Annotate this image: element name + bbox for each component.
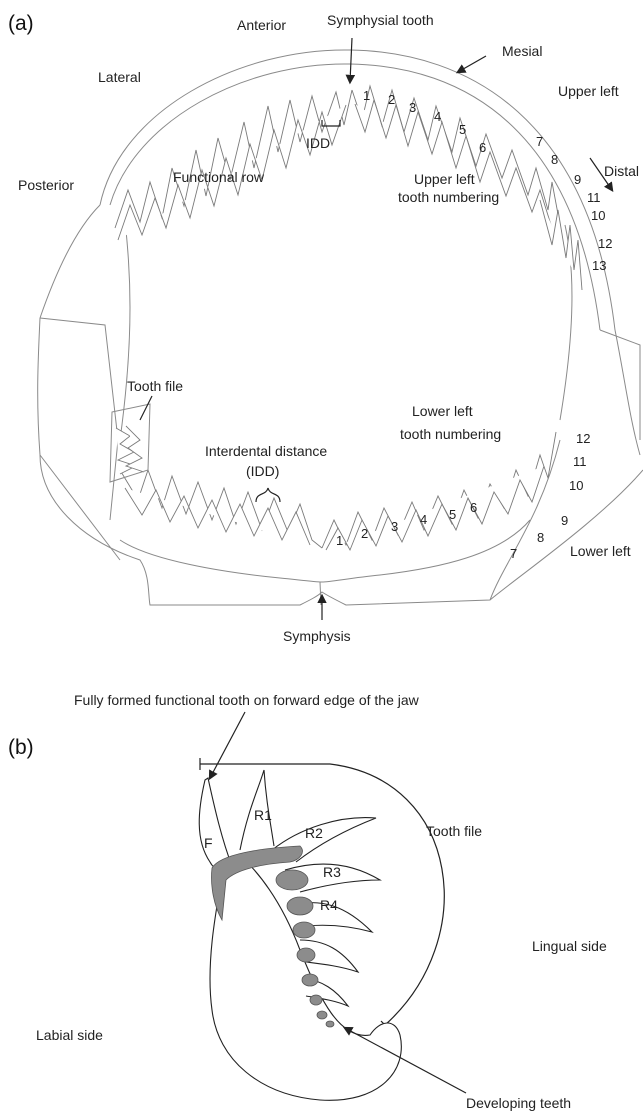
functional-tooth-f: [199, 778, 232, 871]
lower-left-label: Lower left: [570, 543, 631, 559]
f-label: F: [204, 835, 213, 851]
tooth-file-label-b: Tooth file: [426, 823, 482, 839]
upper-numbering-label-line2: tooth numbering: [398, 189, 499, 205]
upper-num-9: 9: [574, 172, 581, 187]
r2-label: R2: [305, 825, 323, 841]
lower-numbering-label-line2: tooth numbering: [400, 426, 501, 442]
idd-brace-lower: [256, 488, 280, 502]
functional-tooth-caption: Fully formed functional tooth on forward…: [74, 692, 420, 708]
lower-num-6: 6: [470, 500, 477, 515]
lower-numbering-label-line1: Lower left: [412, 403, 473, 419]
lower-num-3: 3: [391, 519, 398, 534]
symphysial-tooth-pointer: [350, 38, 352, 82]
tooth-file-label: Tooth file: [127, 378, 183, 394]
upper-num-13: 13: [592, 258, 606, 273]
mesial-arrow: [458, 56, 486, 72]
lower-num-9: 9: [561, 513, 568, 528]
upper-numbering-label-line1: Upper left: [414, 171, 475, 187]
functional-row-label: Functional row: [173, 169, 265, 185]
panel-a-label: (a): [8, 12, 34, 35]
developing-teeth-label: Developing teeth: [466, 1095, 571, 1111]
r4-label: R4: [320, 897, 338, 913]
posterior-label: Posterior: [18, 177, 74, 193]
upper-num-8: 8: [551, 152, 558, 167]
jaw-outline: [38, 50, 643, 605]
upper-num-2: 2: [388, 92, 395, 107]
upper-left-label: Upper left: [558, 83, 619, 99]
distal-label: Distal: [604, 163, 639, 179]
panel-b-label: (b): [8, 736, 34, 759]
upper-num-12: 12: [598, 236, 612, 251]
idd-label: IDD: [306, 135, 330, 151]
lower-num-7: 7: [510, 546, 517, 561]
r3-label: R3: [323, 864, 341, 880]
upper-teeth-row: [115, 86, 582, 290]
panel-a: (a): [8, 12, 643, 644]
lower-num-4: 4: [420, 512, 427, 527]
anterior-label: Anterior: [237, 17, 286, 33]
tooth-file-cluster: [110, 404, 150, 482]
r1-label: R1: [254, 807, 272, 823]
lower-num-10: 10: [569, 478, 583, 493]
interdental-label-line2: (IDD): [246, 463, 279, 479]
lower-num-12: 12: [576, 431, 590, 446]
interdental-label-line1: Interdental distance: [205, 443, 327, 459]
lower-num-8: 8: [537, 530, 544, 545]
lower-num-5: 5: [449, 507, 456, 522]
upper-num-11: 11: [587, 190, 601, 205]
upper-num-10: 10: [591, 208, 605, 223]
lower-num-1: 1: [336, 533, 343, 548]
upper-num-1: 1: [363, 88, 370, 103]
lateral-label: Lateral: [98, 69, 141, 85]
lingual-side-label: Lingual side: [532, 938, 607, 954]
upper-num-7: 7: [536, 134, 543, 149]
lower-num-11: 11: [573, 454, 587, 469]
labial-side-label: Labial side: [36, 1027, 103, 1043]
lower-num-2: 2: [361, 526, 368, 541]
mesial-label: Mesial: [502, 43, 542, 59]
functional-tooth-pointer: [210, 712, 245, 778]
upper-num-3: 3: [409, 100, 416, 115]
symphysial-tooth-label: Symphysial tooth: [327, 12, 434, 28]
panel-b: Fully formed functional tooth on forward…: [8, 692, 607, 1111]
symphysis-label: Symphysis: [283, 628, 351, 644]
upper-num-6: 6: [479, 140, 486, 155]
upper-num-4: 4: [434, 109, 441, 124]
upper-num-5: 5: [459, 122, 466, 137]
